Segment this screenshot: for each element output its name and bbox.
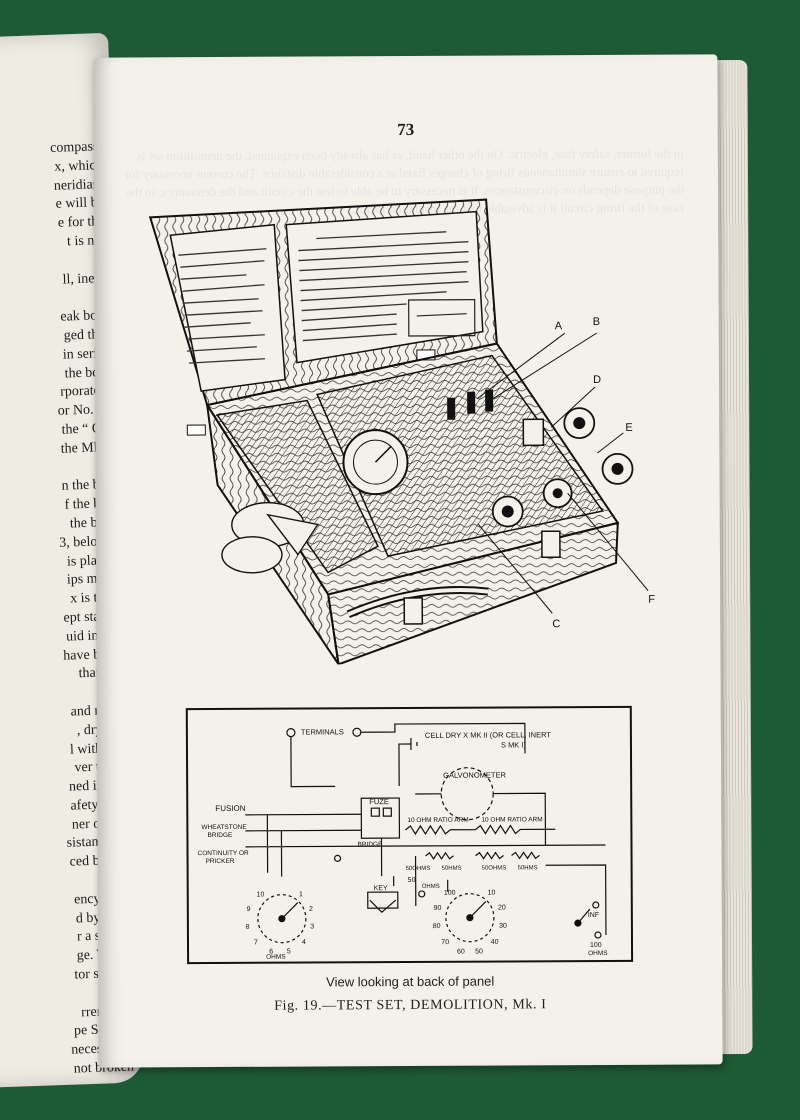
dial-label: 1 xyxy=(299,891,303,898)
test-set-illustration: A B D E F C xyxy=(148,198,655,666)
inf-label: INF xyxy=(588,912,599,919)
wheatstone-label-2: BRIDGE xyxy=(207,832,233,839)
dial-label: 80 xyxy=(433,923,441,930)
figure-caption: Fig. 19.—TEST SET, DEMOLITION, Mk. I xyxy=(274,997,547,1014)
galvonometer-label: GALVONOMETER xyxy=(443,770,506,779)
label-f: F xyxy=(648,594,655,606)
ohms-500-a-label: 50OHMS xyxy=(406,866,431,872)
key-label: KEY xyxy=(374,885,388,892)
leader-lines xyxy=(476,332,649,614)
fusion-label: FUSION xyxy=(215,804,245,813)
terminals-label: TERMINALS xyxy=(301,727,344,736)
ohms-50-unit-label: OHMS xyxy=(422,884,440,890)
dial-label: 60 xyxy=(457,949,465,956)
dial-label: 7 xyxy=(254,939,258,946)
dial-label: 3 xyxy=(310,923,314,930)
left-dial-labels: 10 9 8 7 6 5 4 3 2 1 xyxy=(246,891,315,956)
ohms-50-label: 50 xyxy=(408,877,416,884)
dial-label: 40 xyxy=(491,939,499,946)
right-page: in the former, safety fuse, electric. On… xyxy=(93,54,723,1068)
box-body xyxy=(205,342,634,666)
ratio-arm-1-label: 10 OHM RATIO ARM xyxy=(407,817,468,824)
wheatstone-label-1: WHEATSTONE xyxy=(201,824,247,831)
fuze-label: FUZE xyxy=(369,797,389,806)
left-page-line: t is not xyxy=(66,233,106,250)
dial-label: 4 xyxy=(302,939,306,946)
dial-label: 70 xyxy=(441,939,449,946)
page-number: 73 xyxy=(397,119,415,140)
dial-label: 10 xyxy=(488,890,496,897)
ohms-left-label: OHMS xyxy=(266,954,286,961)
ratio-arm-2-label: 10 OHM RATIO ARM xyxy=(481,816,542,823)
bridge-label: BRIDGE xyxy=(357,841,383,848)
ohms-500-b-label: 50HMS xyxy=(442,866,462,872)
dial-label: 50 xyxy=(475,948,483,955)
label-b: B xyxy=(593,316,600,328)
dial-label: 10 xyxy=(257,891,265,898)
ohms-500-c-label: 50OHMS xyxy=(482,865,507,871)
dial-label: 100 xyxy=(444,890,456,897)
dial-label: 8 xyxy=(246,924,250,931)
label-d: D xyxy=(593,374,601,386)
dial-label: 6 xyxy=(269,949,273,956)
dial-label: 9 xyxy=(247,906,251,913)
dial-label: 90 xyxy=(434,905,442,912)
circuit-schematic: TERMINALS CELL DRY X MK II (OR CELL, INE… xyxy=(185,705,634,965)
continuity-label-1: CONTINUITY OR xyxy=(198,850,250,857)
label-a: A xyxy=(555,320,563,332)
dial-label: 5 xyxy=(287,948,291,955)
continuity-label-2: PRICKER xyxy=(206,858,235,865)
dial-label: 30 xyxy=(499,923,507,930)
ohms-100-label: 100 xyxy=(590,942,602,949)
cell-dry-label-2: S MK I) xyxy=(501,740,527,749)
dial-label: 20 xyxy=(498,904,506,911)
dial-label: 2 xyxy=(309,906,313,913)
ohms-right-label: OHMS xyxy=(588,950,608,957)
label-e: E xyxy=(625,422,632,434)
cell-dry-label-1: CELL DRY X MK II (OR CELL, INERT xyxy=(425,730,551,740)
box-lid xyxy=(148,198,498,436)
ohms-500-d-label: 50HMS xyxy=(518,865,538,871)
label-c: C xyxy=(552,618,560,630)
